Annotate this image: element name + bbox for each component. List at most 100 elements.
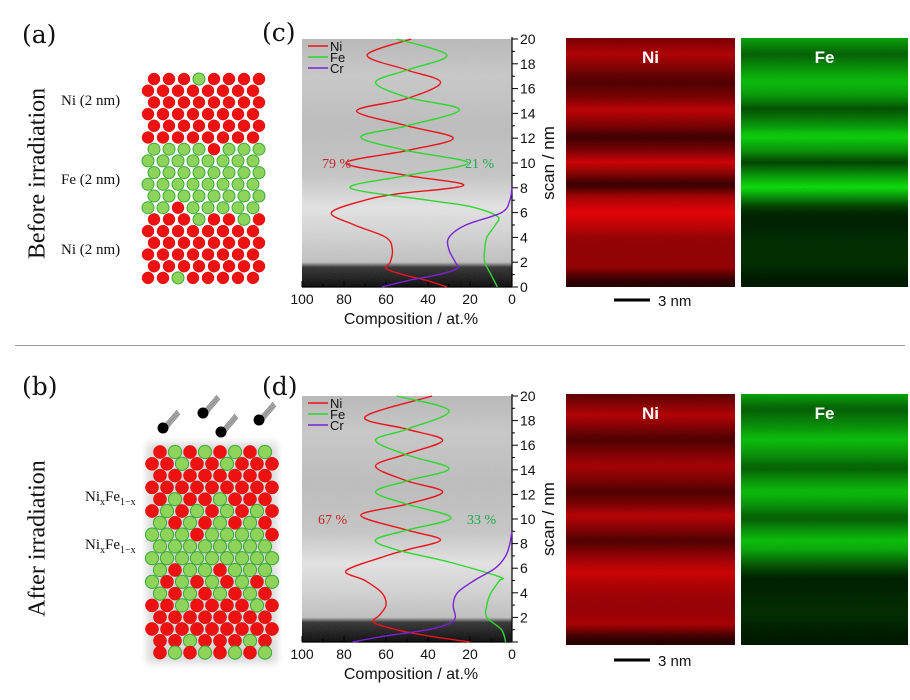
ion-trail bbox=[223, 414, 236, 430]
ni-atom bbox=[186, 271, 200, 285]
edx-map-label-fe: Fe bbox=[815, 48, 835, 67]
ni-atom bbox=[213, 610, 227, 625]
ion-trail bbox=[262, 404, 276, 419]
stem-noise bbox=[302, 396, 512, 642]
ni-atom bbox=[147, 119, 161, 133]
fe-atom bbox=[182, 633, 198, 648]
ni-atom bbox=[177, 260, 191, 273]
fe-atom bbox=[222, 166, 236, 180]
y-tick-label: 12 bbox=[520, 486, 536, 502]
ni-atom bbox=[207, 236, 221, 250]
layer-label-ni-bottom: Ni (2 nm) bbox=[61, 242, 121, 258]
fe-atom bbox=[147, 189, 161, 203]
fe-atom bbox=[219, 503, 235, 519]
ni-atom bbox=[198, 634, 212, 648]
y-tick-label: 16 bbox=[520, 437, 536, 453]
x-tick-label: 60 bbox=[378, 291, 394, 307]
ni-atom bbox=[220, 622, 234, 636]
fe-atom bbox=[141, 201, 155, 215]
ni-atom bbox=[246, 224, 260, 238]
ni-atom bbox=[222, 96, 236, 109]
y-axis-title: scan / nm bbox=[539, 482, 558, 556]
ni-atom bbox=[220, 480, 234, 495]
ni-atom bbox=[207, 213, 221, 226]
ni-atom bbox=[207, 142, 221, 156]
fe-atom bbox=[237, 189, 251, 203]
fe-atom bbox=[257, 645, 273, 660]
ni-atom bbox=[153, 468, 167, 483]
ni-atom bbox=[250, 575, 264, 589]
ni-atom bbox=[213, 468, 227, 483]
ni-atom bbox=[237, 236, 251, 250]
fe-atom bbox=[219, 527, 235, 542]
x-tick-label: 60 bbox=[378, 646, 394, 662]
ni-atom bbox=[213, 563, 227, 577]
fe-atom bbox=[174, 551, 190, 566]
ni-atom bbox=[237, 260, 251, 273]
fe-atom bbox=[237, 166, 251, 180]
y-tick-label: 10 bbox=[520, 511, 536, 527]
fe-atom bbox=[186, 177, 200, 191]
ni-atom bbox=[205, 456, 219, 471]
ion-trail bbox=[207, 398, 221, 414]
ni-atom bbox=[168, 516, 182, 530]
ni-atom bbox=[216, 271, 230, 285]
fe-atom bbox=[212, 492, 228, 507]
ni-atom bbox=[198, 610, 212, 625]
ni-atom bbox=[231, 271, 245, 285]
fe-atom bbox=[192, 72, 206, 86]
series-line-ni bbox=[344, 395, 471, 643]
ni-atom bbox=[220, 575, 234, 589]
fe-atom bbox=[242, 562, 258, 578]
fe-atom bbox=[159, 503, 175, 519]
ni-atom bbox=[250, 480, 264, 495]
fe-atom bbox=[234, 551, 250, 566]
y-tick-label: 18 bbox=[520, 56, 536, 72]
y-tick-label: 8 bbox=[520, 180, 528, 196]
ion-ball bbox=[197, 407, 209, 419]
ni-atom bbox=[216, 131, 230, 144]
fe-atom bbox=[174, 598, 190, 613]
ni-atom bbox=[250, 456, 264, 471]
atom-stack-before bbox=[141, 72, 266, 285]
ni-atom bbox=[216, 224, 230, 238]
ni-atom bbox=[156, 131, 170, 144]
ni-atom bbox=[156, 224, 170, 238]
fe-atom bbox=[162, 166, 176, 180]
fe-atom bbox=[197, 562, 213, 578]
ion-projectile-icon bbox=[157, 409, 181, 434]
fe-atom bbox=[219, 456, 235, 471]
ni-atom bbox=[243, 445, 257, 459]
fe-atom bbox=[204, 574, 220, 589]
y-tick-label: 16 bbox=[520, 81, 536, 97]
ni-atom bbox=[168, 634, 182, 648]
ni-atom bbox=[186, 84, 200, 97]
y-tick-label: 14 bbox=[520, 105, 536, 121]
ni-atom bbox=[192, 96, 206, 109]
y-axis-title: scan / nm bbox=[539, 126, 558, 200]
edx-map-noise bbox=[566, 38, 735, 287]
edx-map-fe-c: Fe bbox=[741, 38, 908, 287]
ni-atom bbox=[192, 260, 206, 273]
ni-atom bbox=[222, 260, 236, 273]
edx-map-noise bbox=[741, 394, 908, 645]
ni-atom bbox=[145, 622, 159, 636]
ni-atom bbox=[160, 575, 174, 589]
edx-map-label-ni: Ni bbox=[642, 404, 659, 423]
ni-atom bbox=[160, 456, 174, 471]
fe-atom bbox=[212, 539, 228, 554]
ni-atom bbox=[231, 248, 245, 261]
series-line-cr bbox=[381, 187, 513, 288]
fe-atom bbox=[212, 515, 228, 530]
ni-atom bbox=[183, 610, 197, 625]
fe-atom bbox=[182, 515, 198, 530]
x-tick-label: 20 bbox=[462, 291, 478, 307]
ni-atom bbox=[186, 107, 200, 121]
ni-atom bbox=[201, 84, 215, 97]
ni-atom bbox=[235, 598, 249, 613]
fe-atom bbox=[141, 177, 155, 191]
ni-atom bbox=[252, 119, 266, 133]
ni-atom bbox=[183, 445, 197, 459]
ni-atom bbox=[231, 131, 245, 144]
legend-label-fe: Fe bbox=[330, 50, 345, 65]
